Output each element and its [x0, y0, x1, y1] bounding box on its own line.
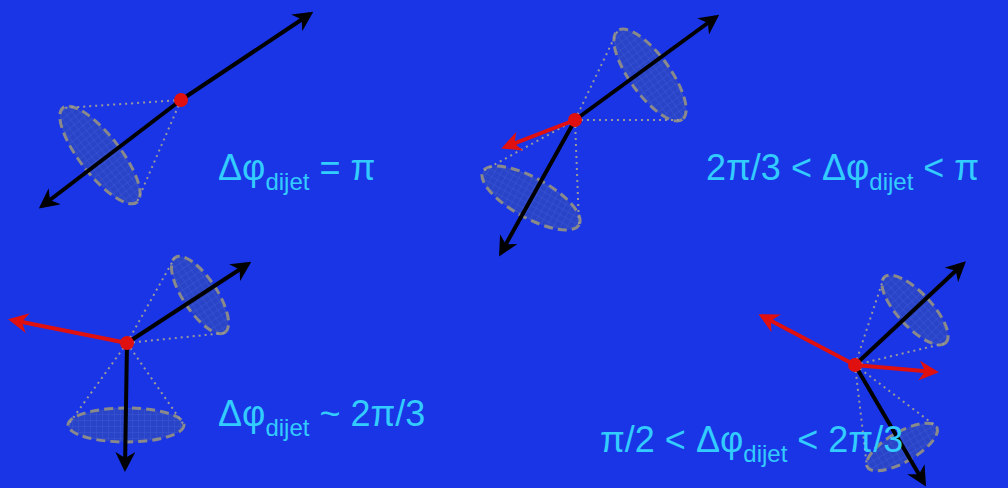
three-jet-symmetric: [12, 248, 248, 468]
label-text: Δφ: [696, 419, 743, 460]
label-text: π/2 <: [600, 419, 686, 460]
label-text: Δφ: [218, 147, 265, 188]
four-jet-config: [762, 264, 963, 483]
label-text: ~ 2π/3: [319, 393, 425, 434]
angle-label: π/2 <Δφdijet < 2π/3: [600, 418, 903, 466]
subscript-text: dijet: [743, 440, 787, 467]
label-text: 2π/3 <: [706, 147, 812, 188]
label-text: = π: [319, 147, 375, 188]
angle-label: Δφdijet = π: [218, 146, 375, 194]
angle-label: Δφdijet ~ 2π/3: [218, 392, 425, 440]
dijet-back-to-back: [42, 14, 310, 215]
label-text: < 2π/3: [797, 419, 903, 460]
label-text: Δφ: [218, 393, 265, 434]
angle-label: 2π/3 <Δφdijet < π: [706, 146, 979, 194]
subscript-text: dijet: [265, 414, 309, 441]
label-text: < π: [923, 147, 979, 188]
label-text: Δφ: [822, 147, 869, 188]
dijet-soft-radiation: [473, 17, 716, 253]
subscript-text: dijet: [265, 168, 309, 195]
subscript-text: dijet: [869, 168, 913, 195]
